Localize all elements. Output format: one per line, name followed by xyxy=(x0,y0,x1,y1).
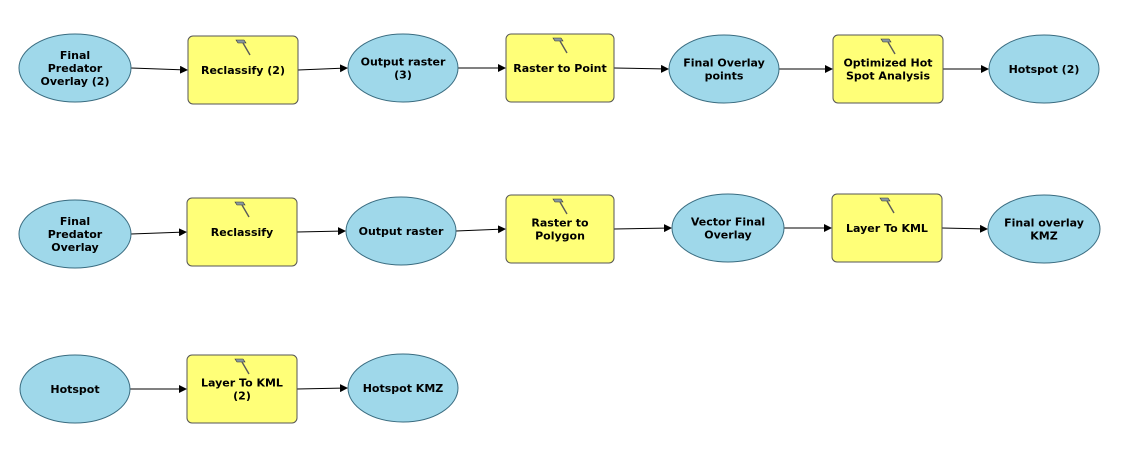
connector-arrow xyxy=(296,384,348,393)
tool-layer-to-kml[interactable]: Layer To KML xyxy=(831,193,943,263)
label-line: Layer To KML xyxy=(846,222,928,235)
node-label: Reclassify xyxy=(211,226,273,239)
data-ellipse xyxy=(345,196,457,266)
data-ellipse xyxy=(18,33,132,103)
label-line: Final Overlay xyxy=(683,57,765,70)
data-ellipse xyxy=(668,34,780,104)
tool-box xyxy=(186,354,298,424)
node-label: Hotspot xyxy=(50,383,99,396)
label-line: Output raster xyxy=(359,225,444,238)
label-line: KMZ xyxy=(1030,230,1057,243)
data-ellipse xyxy=(347,353,459,423)
data-ellipse xyxy=(347,33,459,103)
label-line: Hotspot xyxy=(50,383,99,396)
data-ellipse xyxy=(987,194,1101,264)
node-label: Hotspot (2) xyxy=(1009,63,1080,76)
label-line: Polygon xyxy=(535,230,585,243)
label-line: Overlay (2) xyxy=(41,75,110,88)
hammer-icon xyxy=(880,38,896,55)
data-ellipse xyxy=(18,199,132,269)
label-line: (3) xyxy=(394,69,412,82)
tool-box xyxy=(505,194,615,264)
label-line: Hotspot KMZ xyxy=(363,382,444,395)
tool-reclassify-2[interactable]: Reclassify (2) xyxy=(187,35,299,105)
label-line: Final xyxy=(60,49,90,62)
label-line: Final xyxy=(60,215,90,228)
node-label: Raster to Point xyxy=(513,62,607,75)
label-line: Raster to Point xyxy=(513,62,607,75)
node-label: Output raster xyxy=(359,225,444,238)
data-hotspot[interactable]: Hotspot xyxy=(19,354,131,424)
hammer-icon xyxy=(234,358,250,375)
label-line: Overlay xyxy=(704,229,751,242)
connector-arrow xyxy=(613,64,669,73)
tool-reclassify[interactable]: Reclassify xyxy=(186,197,298,267)
node-label: Layer To KML xyxy=(846,222,928,235)
connector-arrow xyxy=(455,225,506,234)
hammer-icon xyxy=(235,39,251,56)
data-ellipse xyxy=(19,354,131,424)
label-line: Reclassify (2) xyxy=(201,64,285,77)
connector-arrow xyxy=(130,65,188,74)
hammer-icon xyxy=(552,37,568,54)
tool-box xyxy=(187,35,299,105)
connector-arrow xyxy=(130,228,187,237)
label-line: Output raster xyxy=(361,56,446,69)
connections xyxy=(130,64,989,393)
tool-box xyxy=(505,33,615,103)
tool-layer-to-kml-2[interactable]: Layer To KML(2) xyxy=(186,354,298,424)
label-line: Vector Final xyxy=(691,216,765,229)
hammer-icon xyxy=(552,198,568,215)
label-line: Optimized Hot xyxy=(843,57,932,70)
data-hotspot-2[interactable]: Hotspot (2) xyxy=(988,34,1100,104)
tool-box xyxy=(832,34,944,104)
tool-box xyxy=(831,193,943,263)
node-label: Hotspot KMZ xyxy=(363,382,444,395)
node-label: Layer To KML(2) xyxy=(201,377,283,403)
data-ellipse xyxy=(671,193,785,263)
connector-arrow xyxy=(613,224,672,233)
label-line: Spot Analysis xyxy=(846,70,930,83)
label-line: Layer To KML xyxy=(201,377,283,390)
tool-raster-to-point[interactable]: Raster to Point xyxy=(505,33,615,103)
node-label: Output raster(3) xyxy=(361,56,446,82)
connector-arrow xyxy=(941,224,988,233)
connector-arrow xyxy=(296,227,346,236)
label-line: points xyxy=(705,70,744,83)
hammer-icon xyxy=(879,197,895,214)
hammer-icon xyxy=(234,201,250,218)
data-hotspot-kmz[interactable]: Hotspot KMZ xyxy=(347,353,459,423)
label-line: Hotspot (2) xyxy=(1009,63,1080,76)
label-line: Final overlay xyxy=(1004,217,1084,230)
data-ellipse xyxy=(988,34,1100,104)
tool-box xyxy=(186,197,298,267)
connector-arrow xyxy=(297,64,348,73)
label-line: Predator xyxy=(48,228,103,241)
data-output-raster[interactable]: Output raster xyxy=(345,196,457,266)
label-line: (2) xyxy=(233,390,251,403)
node-label: Reclassify (2) xyxy=(201,64,285,77)
label-line: Reclassify xyxy=(211,226,273,239)
data-output-raster-3[interactable]: Output raster(3) xyxy=(347,33,459,103)
label-line: Raster to xyxy=(531,217,589,230)
label-line: Overlay xyxy=(51,241,98,254)
label-line: Predator xyxy=(48,62,103,75)
